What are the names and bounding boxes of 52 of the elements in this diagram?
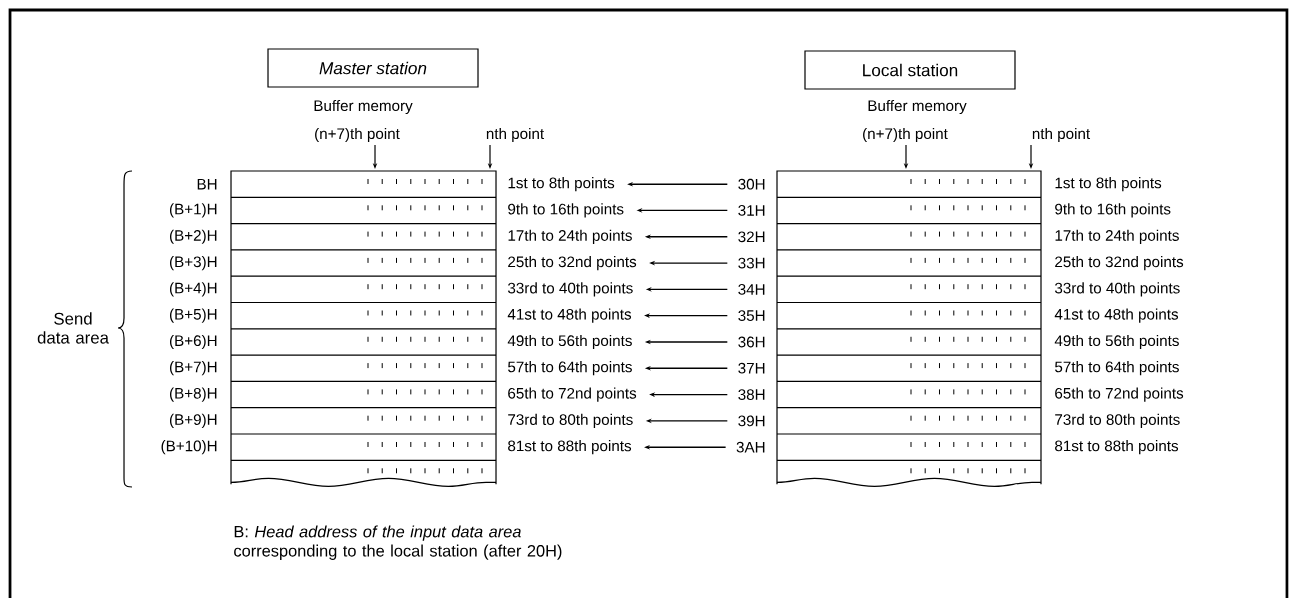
address-label: (B+4)H xyxy=(170,282,217,297)
address-label: (B+9)H xyxy=(170,413,217,428)
points-label: 1st to 8th points xyxy=(1055,177,1162,192)
station-box: Local station xyxy=(804,50,1016,90)
points-label: 49th to 56th points xyxy=(1054,334,1179,350)
address-label: 32H xyxy=(738,231,765,243)
points-label: 49th to 56th points xyxy=(507,334,632,350)
points-label: 73rd to 80th points xyxy=(1055,413,1180,428)
address-label: (B+3)H xyxy=(170,256,217,271)
caption-text: nth point xyxy=(486,127,544,143)
address-label: BH xyxy=(197,178,217,190)
area-label: Send data area xyxy=(37,312,109,344)
points-label: 57th to 64th points xyxy=(1055,361,1179,376)
points-label: 25th to 32nd points xyxy=(1055,256,1184,271)
points-label: 81st to 88th points xyxy=(508,440,632,455)
caption-text: (n+7)th point xyxy=(315,127,400,143)
address-label: 33H xyxy=(738,257,765,269)
points-label: 33rd to 40th points xyxy=(1054,282,1180,297)
address-label: (B+8)H xyxy=(170,387,217,402)
address-label: 39H xyxy=(738,415,765,427)
points-label: 57th to 64th points xyxy=(508,361,632,376)
address-label: 31H xyxy=(738,205,765,216)
points-label: 33rd to 40th points xyxy=(507,282,633,297)
points-label: 1st to 8th points xyxy=(508,177,615,192)
station-box: Master station xyxy=(267,48,479,88)
address-label: (B+7)H xyxy=(170,361,217,376)
address-label: 3AH xyxy=(736,441,765,453)
address-label: (B+6)H xyxy=(170,334,217,350)
points-label: 9th to 16th points xyxy=(1055,203,1171,218)
points-label: 17th to 24th points xyxy=(508,229,632,244)
address-label: 36H xyxy=(738,336,765,348)
points-label: 41st to 48th points xyxy=(1054,308,1179,323)
points-label: 41st to 48th points xyxy=(507,308,632,323)
address-label: 35H xyxy=(738,310,765,321)
address-label: 34H xyxy=(738,284,765,295)
address-label: 37H xyxy=(738,362,765,374)
points-label: 81st to 88th points xyxy=(1055,440,1179,455)
caption-text: (n+7)th point xyxy=(863,127,948,143)
address-label: (B+1)H xyxy=(170,203,217,218)
address-label: (B+2)H xyxy=(170,229,217,244)
note-text: B: Head address of the input data area corresponding to the local station (after 20H) xyxy=(234,525,562,560)
address-label: (B+5)H xyxy=(170,308,217,323)
points-label: 25th to 32nd points xyxy=(508,256,637,271)
points-label: 65th to 72nd points xyxy=(1055,387,1184,402)
points-label: 9th to 16th points xyxy=(508,203,624,218)
points-label: 65th to 72nd points xyxy=(508,387,637,402)
address-label: 30H xyxy=(738,178,765,190)
address-label: (B+10)H xyxy=(161,440,217,455)
caption-text: nth point xyxy=(1032,127,1090,143)
points-label: 73rd to 80th points xyxy=(508,413,633,428)
address-label: 38H xyxy=(738,389,765,400)
points-label: 17th to 24th points xyxy=(1055,229,1179,244)
